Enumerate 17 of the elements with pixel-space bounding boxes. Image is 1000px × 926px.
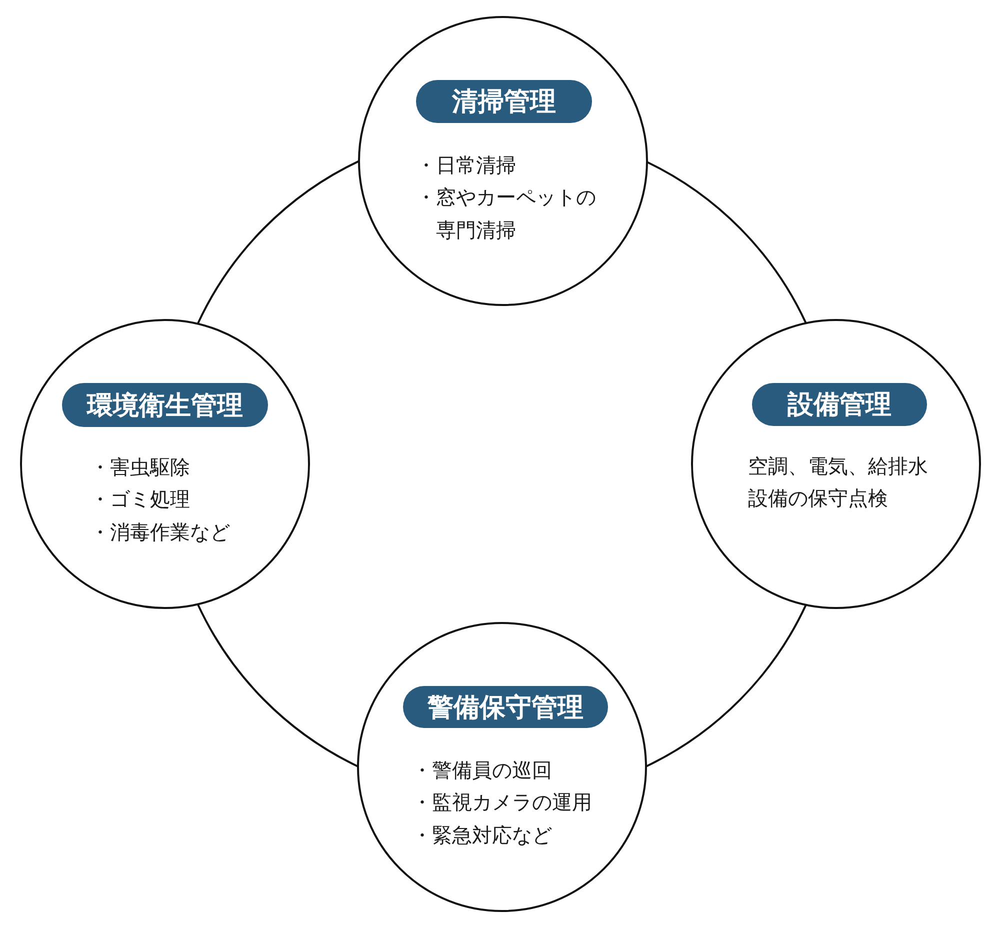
list-item: ・窓やカーペットの専門清掃 <box>416 184 597 244</box>
list-item: ・監視カメラの運用 <box>412 789 592 816</box>
heading-pill: 設備管理 <box>752 383 927 426</box>
list-item: ・日常清掃 <box>416 152 516 178</box>
list-item: ・消毒作業など <box>90 518 230 546</box>
list-item: ・警備員の巡回 <box>412 756 552 784</box>
heading-pill: 警備保守管理 <box>403 686 608 728</box>
heading-pill: 清掃管理 <box>416 80 592 123</box>
connector-arc <box>196 160 360 324</box>
list-item: ・ゴミ処理 <box>90 486 190 513</box>
list-item: ・害虫駆除 <box>90 454 190 480</box>
connector-arc <box>646 604 807 768</box>
heading-pill: 環境衛生管理 <box>62 383 268 427</box>
connector-arc <box>196 604 358 768</box>
body-text: 空調、電気、給排水設備の保守点検 <box>748 452 929 512</box>
list-item: ・緊急対応など <box>412 822 552 848</box>
connector-arc <box>646 161 807 324</box>
